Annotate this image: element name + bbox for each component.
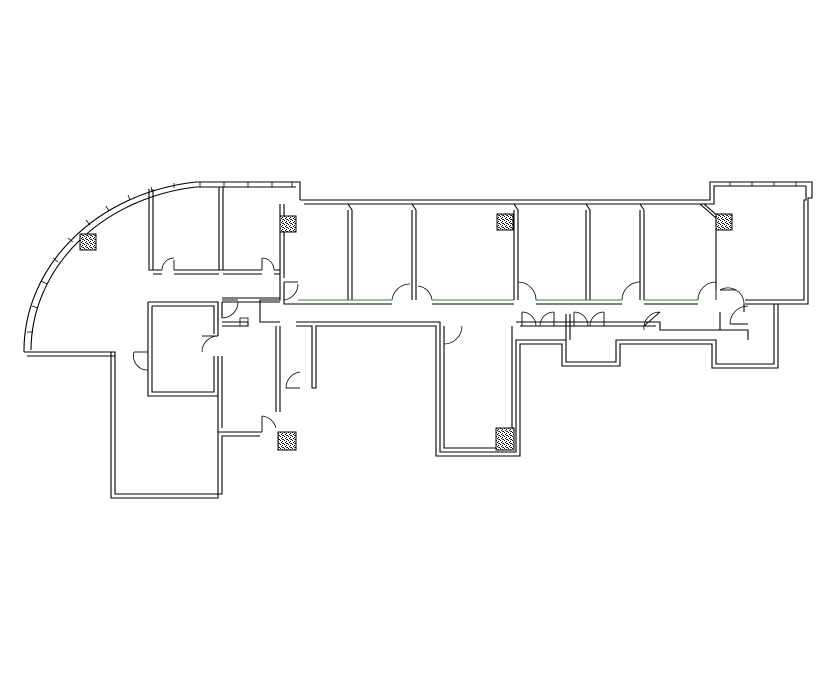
door [517, 281, 537, 301]
west-interior-rooms [110, 297, 281, 499]
door [201, 335, 219, 353]
column [277, 431, 297, 451]
column [496, 213, 514, 231]
door [719, 287, 745, 305]
door [573, 311, 589, 327]
door [391, 283, 413, 301]
door [285, 371, 301, 389]
curved-window-ticks [27, 183, 175, 333]
corridor-and-south-rooms [259, 282, 779, 457]
column [279, 215, 297, 233]
column [79, 233, 97, 251]
door [133, 351, 149, 371]
door [697, 281, 717, 301]
door [521, 311, 537, 327]
door [589, 311, 605, 327]
north-window-ticks-east [729, 182, 797, 186]
column [495, 427, 515, 451]
small-fixture [239, 317, 249, 327]
north-exterior-wall [300, 181, 813, 305]
north-window-ticks-west [199, 182, 293, 187]
doors [133, 257, 749, 432]
door [283, 281, 299, 301]
curved-wing-offices [148, 187, 280, 275]
structural-columns [79, 213, 733, 451]
door [729, 305, 749, 325]
door [261, 257, 275, 271]
door [161, 257, 175, 271]
door [539, 311, 555, 327]
door [443, 325, 463, 345]
door [221, 299, 239, 319]
door [415, 285, 433, 301]
door [621, 281, 641, 301]
door [261, 415, 277, 432]
column [715, 213, 733, 231]
door [643, 311, 661, 331]
west-curved-wing [23, 181, 301, 357]
